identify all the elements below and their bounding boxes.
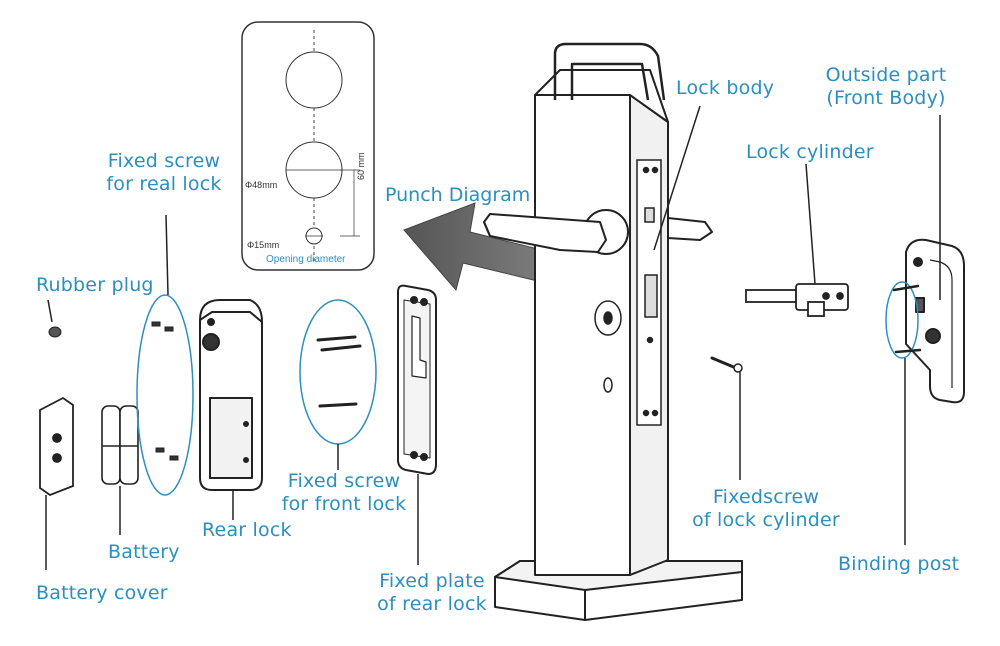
label-binding-post: Binding post [838, 553, 960, 575]
battery-cover-part [39, 396, 74, 497]
label-outside-part-line2: (Front Body) [826, 87, 946, 110]
label-fixed-screw-real-lock: Fixed screw for real lock [106, 150, 221, 196]
door-keyhole [594, 300, 622, 393]
label-fixed-screw-front-line2: for front lock [281, 493, 407, 516]
fixed-screw-real-lock-group [136, 294, 194, 496]
label-fixedscrew-cyl-line1: Fixedscrew [712, 486, 820, 508]
label-lock-cylinder: Lock cylinder [746, 141, 874, 163]
lock-cylinder-part [745, 283, 849, 317]
label-fixed-screw-real-line1: Fixed screw [107, 150, 221, 172]
lock-body-faceplate [636, 159, 662, 426]
label-punch-diagram: Punch Diagram [385, 184, 531, 206]
rear-lock-part [199, 299, 263, 491]
phi48-label: Φ48mm [245, 180, 278, 190]
label-battery: Battery [108, 541, 180, 563]
lever-handle [483, 209, 713, 255]
label-outside-part: Outside part (Front Body) [826, 64, 947, 110]
batteries-part [101, 405, 139, 485]
rubber-plug [48, 326, 62, 338]
punch-diagram-card [241, 21, 375, 271]
top-handle-frame [553, 42, 666, 101]
binding-post-group [885, 281, 919, 359]
front-screws [316, 335, 362, 408]
binding-posts [892, 284, 922, 354]
leader-lines [45, 105, 941, 570]
label-fixed-screw-front-line1: Fixed screw [287, 470, 401, 492]
rear-screws [151, 321, 179, 461]
label-battery-cover: Battery cover [36, 582, 168, 604]
label-fixed-screw-front-lock: Fixed screw for front lock [282, 470, 407, 516]
label-fixed-plate: Fixed plate of rear lock [377, 570, 487, 616]
label-rubber-plug: Rubber plug [36, 274, 154, 296]
label-fixed-plate-line2: of rear lock [377, 593, 487, 616]
label-rear-lock: Rear lock [202, 519, 292, 541]
cylinder-fixed-screw [710, 356, 743, 373]
label-outside-part-line1: Outside part [825, 64, 947, 86]
door-panel [494, 69, 743, 621]
phi15-label: Φ15mm [247, 240, 280, 250]
label-fixedscrew-lock-cylinder: Fixedscrew of lock cylinder [692, 486, 840, 532]
label-fixed-screw-real-line2: for real lock [106, 173, 222, 196]
label-lock-body: Lock body [676, 77, 775, 99]
label-fixed-plate-line1: Fixed plate [379, 570, 485, 592]
outside-part-front-body [905, 238, 965, 404]
fixed-plate-part [397, 284, 437, 475]
dim60-label: 60 mm [356, 152, 366, 180]
fixed-screw-front-lock-group [299, 299, 377, 445]
opening-diameter-caption: Opening diameter [266, 254, 346, 265]
label-fixedscrew-cyl-line2: of lock cylinder [692, 509, 840, 532]
